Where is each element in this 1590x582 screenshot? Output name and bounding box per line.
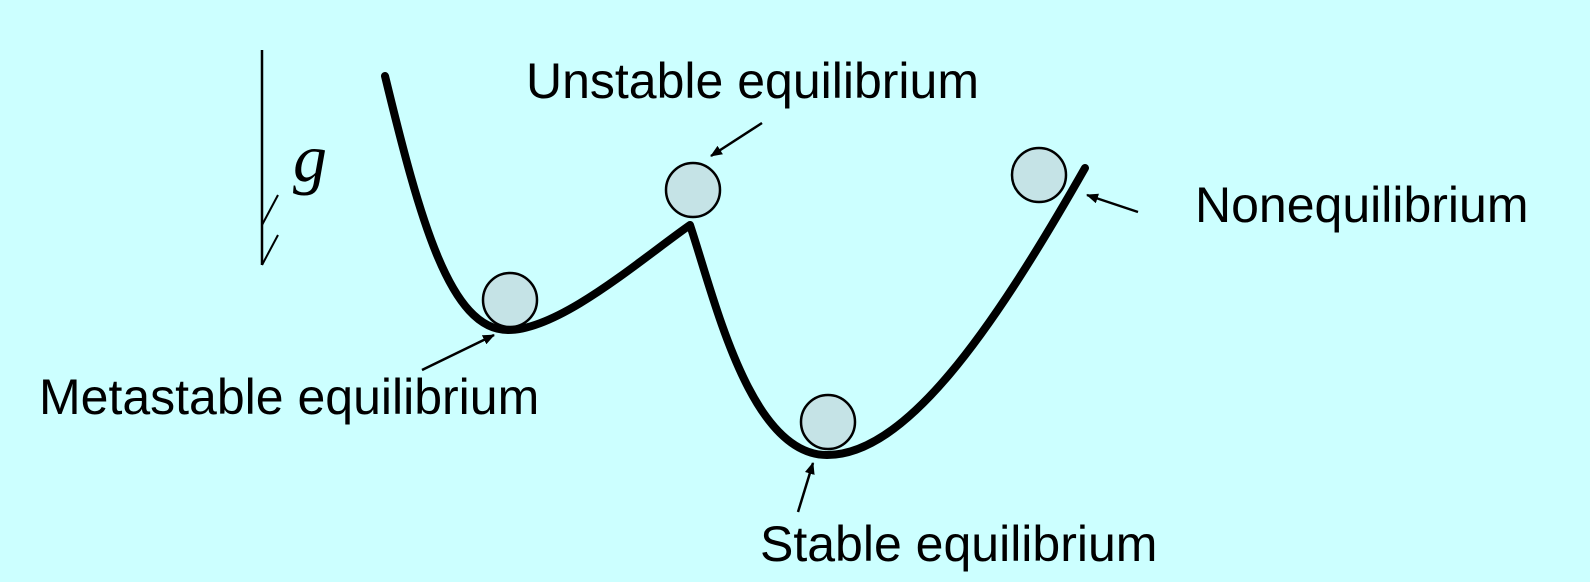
metastable-arrow	[421, 333, 495, 372]
metastable-equilibrium-label: Metastable equilibrium	[39, 369, 540, 425]
gravity-arrow	[260, 50, 279, 266]
stable-arrow	[796, 462, 815, 513]
metastable-ball	[481, 271, 539, 329]
nonequilibrium-label: Nonequilibrium	[1195, 177, 1529, 233]
nonequilibrium-arrow	[1086, 193, 1139, 214]
unstable-ball	[664, 161, 722, 219]
unstable-arrow	[710, 121, 763, 158]
nonequilibrium-ball	[1010, 146, 1068, 204]
stable-ball	[799, 393, 857, 451]
unstable-equilibrium-label: Unstable equilibrium	[526, 53, 980, 109]
potential-curve	[381, 72, 1089, 459]
gravity-label: g	[293, 120, 327, 196]
stable-equilibrium-label: Stable equilibrium	[760, 516, 1158, 572]
